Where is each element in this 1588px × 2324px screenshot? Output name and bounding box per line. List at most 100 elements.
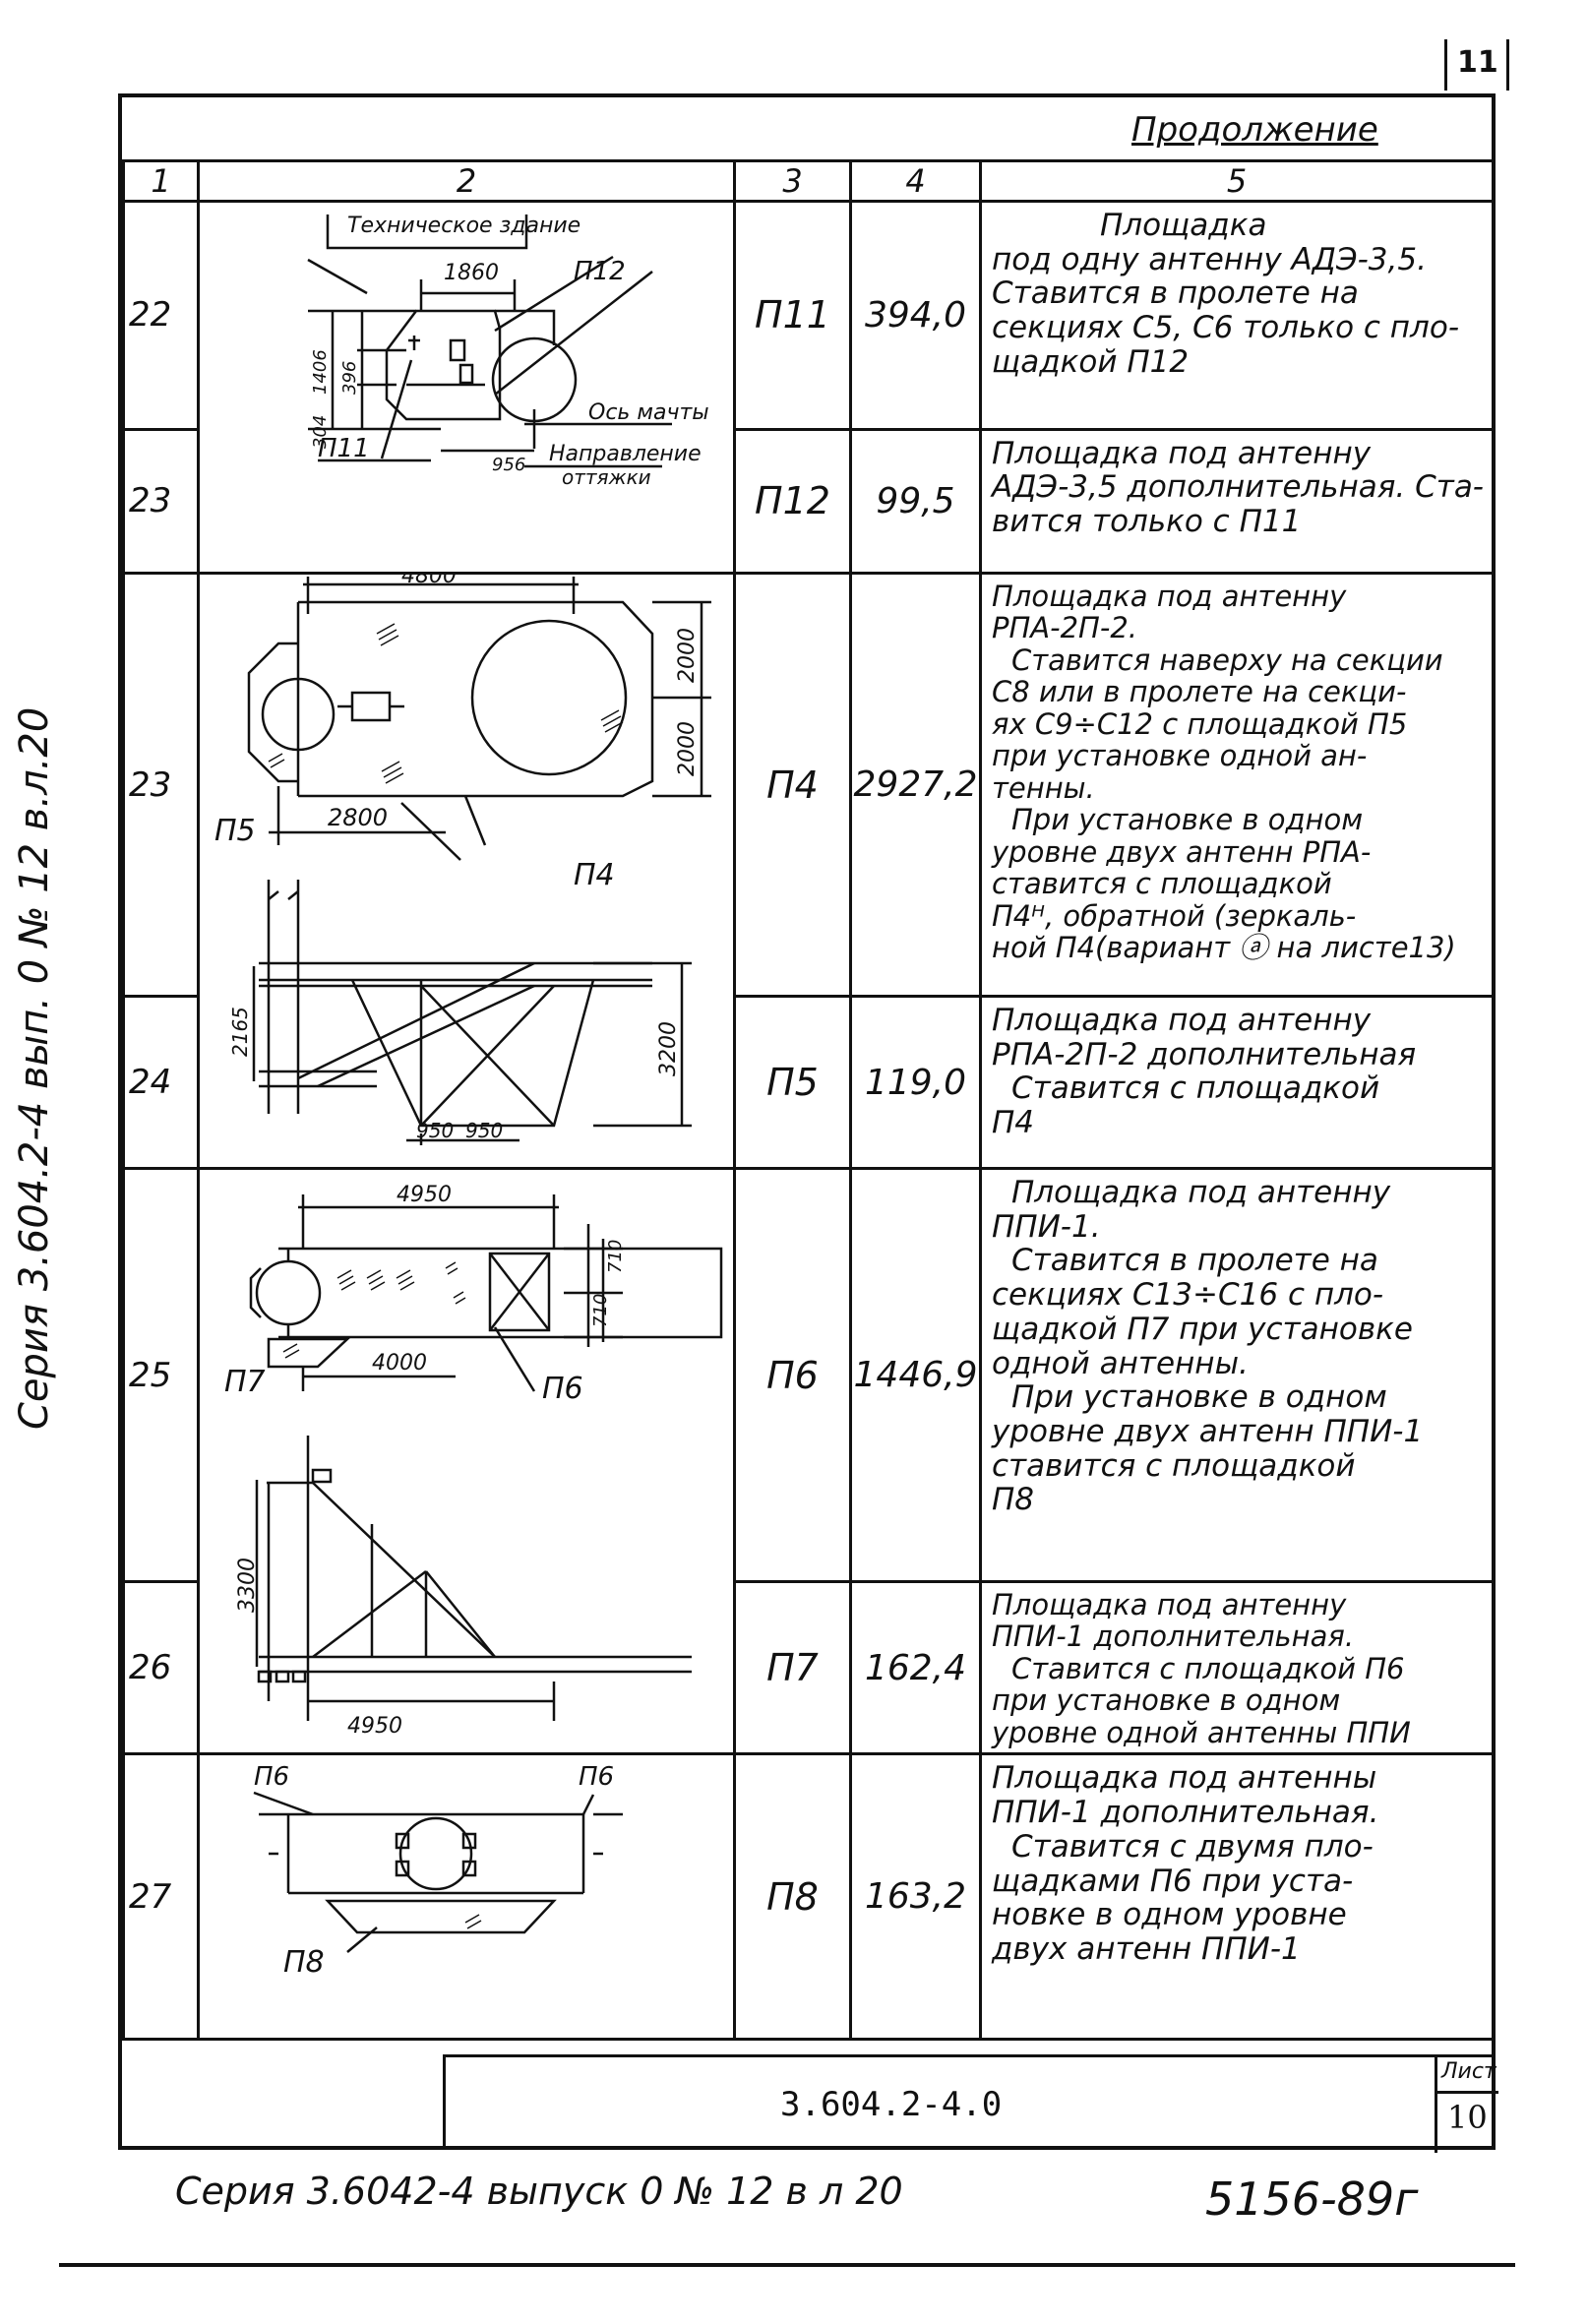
label-p7: П7 [224,1365,266,1399]
desc-line: секциях С5, С6 только с пло- [992,310,1460,346]
direction-label-1: Направление [549,442,702,466]
direction-label-2: оттяжки [562,465,651,489]
label-p4: П4 [574,858,615,892]
dim-3300: 3300 [235,1558,260,1613]
description-cell: Площадка под антенну АДЭ-3,5 дополнитель… [979,427,1495,576]
dim-4000: 4000 [372,1351,427,1376]
mass-cell: 163,2 [849,1752,982,2042]
desc-line: ППИ-1 дополнительная. [992,1795,1379,1831]
desc-line: уровне двух антенн ППИ-1 [992,1414,1424,1450]
desc-line: Площадка под антенны [992,1760,1377,1797]
label-p6-right: П6 [579,1762,614,1792]
label-p6: П6 [542,1372,583,1406]
sheet-number-box: Лист 10 [1435,2057,1498,2153]
mark-cell: П6 [733,1167,852,1583]
table-row: 23 П12 99,5 Площадка под антенну АДЭ-3,5… [122,427,1495,576]
dim-2800: 2800 [328,804,388,831]
drawing-p6-p7: 4950 710 710 4000 П7 П6 3300 4950 [224,1183,723,1739]
dim-1860: 1860 [444,261,499,285]
drawing-p8: П6 П6 П8 [253,1762,623,1980]
drawing-title-1: Техническое здание [347,214,580,238]
desc-line: Площадка под антенну [992,1588,1347,1621]
table-row: 25 [122,1166,1495,1756]
drawing-cell-antenna-rpa: 4800 2000 2000 2800 П5 П4 2165 3200 950 … [197,572,736,1170]
dim-2000-upper: 2000 [675,628,700,683]
header-col-5: 5 [979,159,1495,203]
table-row: 27 [122,1752,1495,2042]
side-note: Серия 3.604.2-4 вып. 0 № 12 в.л.20 [12,706,57,1430]
title-block: 3.604.2-4.0 Лист 10 [443,2054,1498,2153]
desc-line: Площадка [1100,208,1267,243]
footer-series: Серия 3.6042-4 выпуск 0 № 12 в л 20 [175,2170,903,2213]
desc-line: При установке в одном [1011,1379,1387,1416]
desc-line: ях С9÷С12 с площадкой П5 [992,706,1408,741]
header-col-1: 1 [122,159,200,203]
mark-cell: П7 [733,1579,852,1756]
desc-line: Ставится с двумя пло- [1011,1828,1374,1865]
desc-line: Площадка под антенну [992,435,1372,471]
drawing-p11-p12: Техническое здание 1860 П12 П11 Ось мачт… [307,214,709,489]
mass-cell: 2927,2 [849,572,982,998]
label-p6-left: П6 [254,1762,289,1792]
mass-cell: 99,5 [849,427,982,576]
dim-3200: 3200 [656,1021,681,1076]
row-number: 25 [122,1167,200,1583]
drawing-p4-p5: 4800 2000 2000 2800 П5 П4 2165 3200 950 … [214,575,711,1145]
desc-line: Ставится с площадкой П6 [1011,1651,1405,1685]
desc-line: Площадка под антенну [992,580,1347,613]
description-cell: Площадка под антенну РПА-2П-2. Ставится … [979,572,1495,998]
desc-line: Ставится с площадкой [1011,1070,1380,1107]
mark-cell: П5 [733,995,852,1170]
desc-line: П8 [992,1482,1035,1518]
dim-710-lower: 710 [590,1294,611,1327]
dim-2000-lower: 2000 [675,721,700,776]
desc-line: С8 или в пролете на секци- [992,675,1407,709]
row-number: 24 [122,995,200,1170]
desc-line: вится только с П11 [992,503,1302,539]
spec-table: 1 2 3 4 5 22 [122,159,1495,2042]
row-number: 23 [122,427,200,576]
desc-line: ной П4(вариант ⓐ на листе13) [992,931,1456,965]
drawing-cell-antenna-ppi: 4950 710 710 4000 П7 П6 3300 4950 [197,1166,736,1756]
desc-line: Площадка под антенну [1011,1175,1391,1210]
header-col-2: 2 [197,159,736,203]
desc-line: новке в одном уровне [992,1897,1347,1933]
desc-line: уровне одной антенны ППИ [992,1715,1411,1749]
description-cell: Площадка под антенну ППИ-1 дополнительна… [979,1579,1495,1756]
desc-line: РПА-2П-2 дополнительная [992,1036,1417,1072]
desc-line: Ставится наверху на секции [1011,642,1443,677]
desc-line: Ставится в пролете на [1011,1243,1378,1279]
label-p11: П11 [318,434,370,463]
mass-cell: 394,0 [849,200,982,431]
header-col-3: 3 [733,159,852,203]
desc-line: щадкой П12 [992,343,1190,380]
sheet-number: 10 [1447,2099,1488,2136]
description-cell: Площадка под антенну РПА-2П-2 дополнител… [979,995,1495,1170]
table-row: 26 П7 162,4 Площадка под антенну ППИ-1 д… [122,1579,1495,1756]
desc-line: при установке одной ан- [992,739,1368,773]
dim-4950-bottom: 4950 [347,1714,402,1739]
row-number: 22 [122,200,200,431]
drawing-cell-antenna-ade: Техническое здание 1860 П12 П11 Ось мачт… [197,200,736,575]
desc-line: под одну антенну АДЭ-3,5. [992,241,1427,277]
desc-line: тенны. [992,770,1095,805]
mark-cell: П12 [733,427,852,576]
desc-line: при установке в одном [992,1683,1341,1718]
dim-2165: 2165 [228,1007,252,1057]
footer-number: 5156-89г [1205,2172,1419,2226]
desc-line: ППИ-1. [992,1208,1101,1245]
page-number: 11 [1457,45,1498,80]
table-row: 22 [122,200,1495,575]
sheet-frame [118,93,1496,2150]
dim-956: 956 [492,455,525,475]
description-cell: Площадка под антенны ППИ-1 дополнительна… [979,1752,1495,2042]
dim-4950-top: 4950 [397,1183,452,1207]
desc-line: уровне двух антенн РПА- [992,834,1372,869]
desc-line: При установке в одном [1011,803,1364,837]
drawing-cell-antenna-ppi-double: П6 П6 П8 [197,1752,736,2042]
desc-line: щадкой П7 при установке [992,1311,1413,1347]
dim-950-right: 950 [465,1119,503,1142]
label-p5: П5 [214,814,256,848]
dim-710-upper: 710 [605,1240,626,1273]
mass-cell: 1446,9 [849,1167,982,1583]
